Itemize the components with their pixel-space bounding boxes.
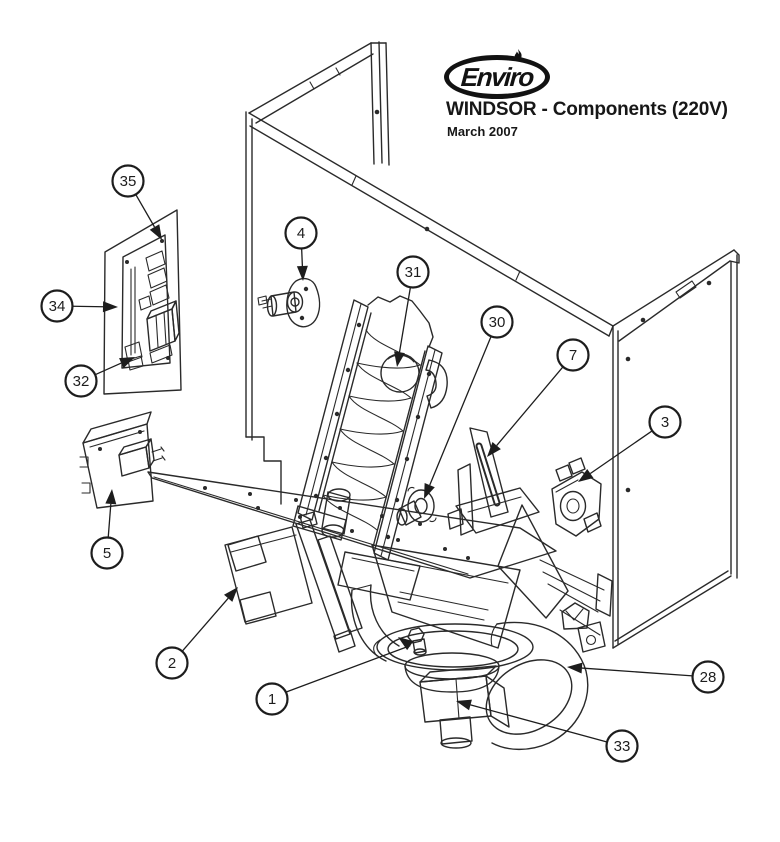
svg-text:3: 3 xyxy=(661,414,669,431)
callout-33: 33 xyxy=(456,699,639,763)
svg-text:28: 28 xyxy=(700,669,717,686)
pedestal-housing xyxy=(337,504,613,662)
svg-text:7: 7 xyxy=(569,347,577,364)
callout-1: 1 xyxy=(255,637,414,716)
svg-text:4: 4 xyxy=(297,225,305,242)
diagram-title: WINDSOR - Components (220V) xyxy=(446,99,728,120)
svg-text:32: 32 xyxy=(73,373,90,390)
control-board-assembly xyxy=(103,209,182,395)
callout-32: 32 xyxy=(64,357,135,398)
vacuum-switch xyxy=(79,411,166,509)
callout-35: 35 xyxy=(111,164,162,240)
callout-28: 28 xyxy=(567,660,725,694)
slotted-bracket xyxy=(447,427,540,536)
flame-icon xyxy=(514,49,522,60)
callout-31: 31 xyxy=(394,255,430,367)
logo-text: Enviro xyxy=(459,62,535,92)
svg-text:30: 30 xyxy=(489,314,506,331)
svg-text:31: 31 xyxy=(405,264,422,281)
enviro-logo: Enviro xyxy=(444,49,550,99)
callout-30: 30 xyxy=(424,305,514,499)
svg-text:33: 33 xyxy=(614,738,631,755)
diagram-date: March 2007 xyxy=(447,124,518,139)
callout-3: 3 xyxy=(578,405,682,482)
svg-text:35: 35 xyxy=(120,173,137,190)
callout-2: 2 xyxy=(155,587,238,680)
svg-text:2: 2 xyxy=(168,655,176,672)
auger-motor xyxy=(224,511,363,653)
mounting-bolt xyxy=(407,627,427,656)
blower-motor xyxy=(419,665,510,749)
cabinet-right-panel xyxy=(612,249,740,649)
thermostat xyxy=(551,457,602,537)
svg-text:34: 34 xyxy=(49,298,66,315)
cabinet-corner-post xyxy=(612,325,619,649)
svg-text:1: 1 xyxy=(268,691,276,708)
svg-text:5: 5 xyxy=(103,545,111,562)
callout-7: 7 xyxy=(487,338,590,457)
callout-5: 5 xyxy=(90,489,124,570)
callout-34: 34 xyxy=(40,289,118,323)
callout-4: 4 xyxy=(284,216,318,281)
burnpot-assembly xyxy=(373,623,534,693)
auger-bushing xyxy=(396,486,437,526)
cabinet-left-panel xyxy=(245,41,614,505)
switch-assembly xyxy=(257,277,321,328)
